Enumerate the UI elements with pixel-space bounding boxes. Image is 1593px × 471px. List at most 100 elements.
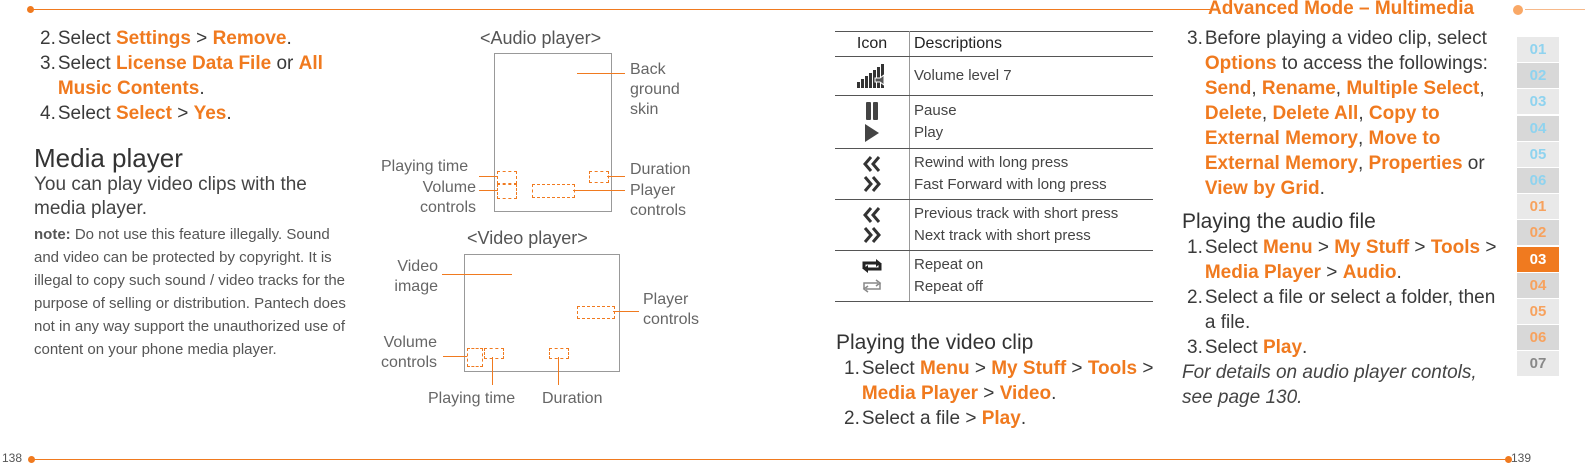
chapter-tab[interactable]: 02 [1517, 220, 1559, 246]
menu-path-term: Remove [212, 28, 287, 49]
step-item: 2.Select a file or select a folder, then… [1187, 285, 1497, 335]
bottom-rule-dot-left [28, 456, 35, 463]
menu-path-term: Delete All [1272, 103, 1359, 124]
audio-player-title: <Audio player> [480, 28, 602, 48]
step-number: 1. [1187, 237, 1203, 258]
step-text-part: > [1409, 237, 1431, 258]
chapter-tab[interactable]: 06 [1517, 168, 1559, 193]
step-number: 4. [40, 103, 56, 124]
description-line: Next track with short press [914, 227, 1091, 244]
video-duration-box [549, 348, 569, 359]
menu-path-term: Copy to External Memory [1204, 103, 1440, 149]
bottom-rule [32, 459, 1509, 460]
step-text-part: > [1137, 358, 1154, 379]
chapter-tab[interactable]: 07 [1517, 351, 1559, 377]
step-item: 1.Select Menu > My Stuff > Tools > Media… [844, 356, 1156, 406]
step-text: Select Select > Yes. [58, 101, 232, 126]
step-text: Select a file > Play. [862, 406, 1026, 431]
icon-cell [835, 56, 910, 96]
audio-player-screen [494, 53, 612, 212]
video-playing-time-box [484, 348, 504, 359]
video-volume-controls-leader [443, 356, 467, 357]
chapter-tab[interactable]: 03 [1517, 89, 1559, 115]
chapter-tab[interactable]: 05 [1517, 141, 1559, 167]
step-number: 3. [40, 53, 56, 74]
chapter-tab[interactable]: 01 [1517, 194, 1559, 220]
step-text-part: . [199, 78, 205, 99]
chapter-tab[interactable]: 04 [1517, 272, 1559, 298]
step-text: Before playing a video clip, select Opti… [1205, 26, 1497, 201]
step-text-part: Select [1204, 237, 1263, 258]
description-cell: Volume level 7 [909, 56, 1153, 96]
video-player-title: <Video player> [467, 228, 588, 248]
step-text-part: > [1480, 237, 1497, 258]
duration-box [589, 171, 609, 183]
chapter-tab[interactable]: 04 [1517, 115, 1559, 141]
menu-path-term: Move to External Memory [1204, 128, 1441, 174]
table-header-row: Icon Descriptions [835, 31, 1153, 57]
step-text-part: Select [861, 358, 920, 379]
menu-path-term: View by Grid [1204, 178, 1320, 199]
icon-cell [835, 95, 910, 149]
chapter-tab[interactable]: 01 [1517, 37, 1559, 62]
step-text-part: > [969, 358, 992, 379]
copyright-note: note: Do not use this feature illegally.… [34, 223, 352, 361]
description-line: Pause [914, 102, 957, 119]
step-text-part: . [1396, 262, 1402, 283]
menu-path-term: Tools [1087, 358, 1138, 379]
chapter-tab[interactable]: 05 [1517, 299, 1559, 324]
playing-time-box [497, 171, 517, 184]
description-line: Repeat off [914, 278, 983, 295]
step-text-part: . [1051, 383, 1057, 404]
chapter-tab[interactable]: 06 [1517, 325, 1559, 351]
audio-footnote: For details on audio player contols, see… [1182, 362, 1477, 408]
menu-path-term: Audio [1342, 262, 1397, 283]
audio-duration-label: Duration [630, 161, 691, 178]
chapter-tab[interactable]: 02 [1517, 63, 1559, 89]
menu-path-term: Play [1262, 337, 1303, 358]
step-text-part: > [1312, 237, 1335, 258]
step-item: 1.Select Menu > My Stuff > Tools > Media… [1187, 235, 1497, 285]
menu-path-term: Video [999, 383, 1052, 404]
table-row: Volume level 7 [835, 56, 1153, 96]
step-text-part: , [1479, 78, 1485, 99]
removal-steps: 2.Select Settings > Remove.3.Select Lice… [40, 26, 360, 126]
media-player-heading: Media player [34, 143, 183, 173]
step-item: 2.Select a file > Play. [844, 406, 1156, 431]
icon-cell [835, 148, 910, 200]
step-number: 3. [1187, 28, 1203, 49]
menu-path-term: Tools [1430, 237, 1481, 258]
video-playing-time-leader [492, 357, 493, 385]
step-text: Select Menu > My Stuff > Tools > Media P… [1205, 235, 1497, 285]
video-clip-section: Playing the video clip 1.Select Menu > M… [836, 330, 1156, 431]
audio-playing-time-label: Playing time [381, 158, 469, 175]
next-track-icon [839, 226, 905, 244]
step-text-part: > [978, 383, 1000, 404]
step-number: 3. [1187, 337, 1203, 358]
menu-path-term: Yes [193, 103, 227, 124]
step-text-part: > [1321, 262, 1343, 283]
step-text-part: , [1357, 128, 1369, 149]
step-text-part: or [1462, 153, 1485, 174]
play-icon [839, 123, 905, 143]
step-text: Select License Data File or All Music Co… [58, 51, 360, 101]
menu-path-term: Settings [115, 28, 191, 49]
menu-path-term: License Data File [115, 53, 272, 74]
media-player-intro: You can play video clips with the media … [34, 174, 307, 219]
volume-controls-leader [479, 190, 497, 191]
step-item: 3.Select Play. [1187, 335, 1497, 360]
step-text-part: . [1319, 178, 1325, 199]
step-text: Select a file or select a folder, then a… [1205, 285, 1497, 335]
video-playing-time-label: Playing time [428, 390, 516, 407]
chapter-tab[interactable]: 03 [1517, 246, 1559, 272]
video-duration-label: Duration [542, 390, 603, 407]
